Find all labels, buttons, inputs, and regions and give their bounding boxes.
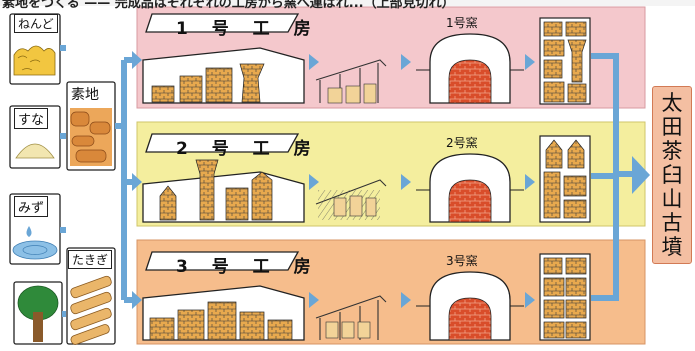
destination-char: 山 bbox=[662, 189, 683, 210]
kiln-1-label: 1号窯 bbox=[446, 14, 478, 31]
material-label-sand: すな bbox=[14, 108, 48, 129]
finished-1 bbox=[540, 18, 590, 104]
kiln-3-label: 3号窯 bbox=[446, 252, 478, 269]
destination-char: 臼 bbox=[662, 165, 683, 186]
workshop-3-title: 3 号 工 房 bbox=[176, 252, 320, 277]
workshop-1-title: 1 号 工 房 bbox=[176, 14, 320, 39]
base-clay-label: 素地 bbox=[71, 84, 99, 104]
finished-3 bbox=[540, 254, 590, 340]
destination-char: 古 bbox=[662, 213, 683, 234]
destination-char: 墳 bbox=[662, 237, 683, 258]
finished-2 bbox=[540, 136, 590, 222]
header-text: 素地をつくる —— 完成品はそれぞれの工房から窯へ運ばれ...（上部見切れ） bbox=[2, 0, 455, 11]
material-label-water: みず bbox=[14, 196, 48, 217]
workshop-2-title: 2 号 工 房 bbox=[176, 134, 320, 159]
material-tree-box bbox=[14, 282, 62, 344]
destination-label: 太 田 茶 臼 山 古 墳 bbox=[652, 86, 692, 264]
material-label-clay: ねんど bbox=[14, 14, 58, 33]
destination-char: 田 bbox=[662, 117, 683, 138]
destination-char: 太 bbox=[662, 93, 683, 114]
destination-char: 茶 bbox=[662, 141, 683, 162]
kiln-2-label: 2号窯 bbox=[446, 134, 478, 151]
material-label-firewood: たきぎ bbox=[68, 250, 112, 269]
